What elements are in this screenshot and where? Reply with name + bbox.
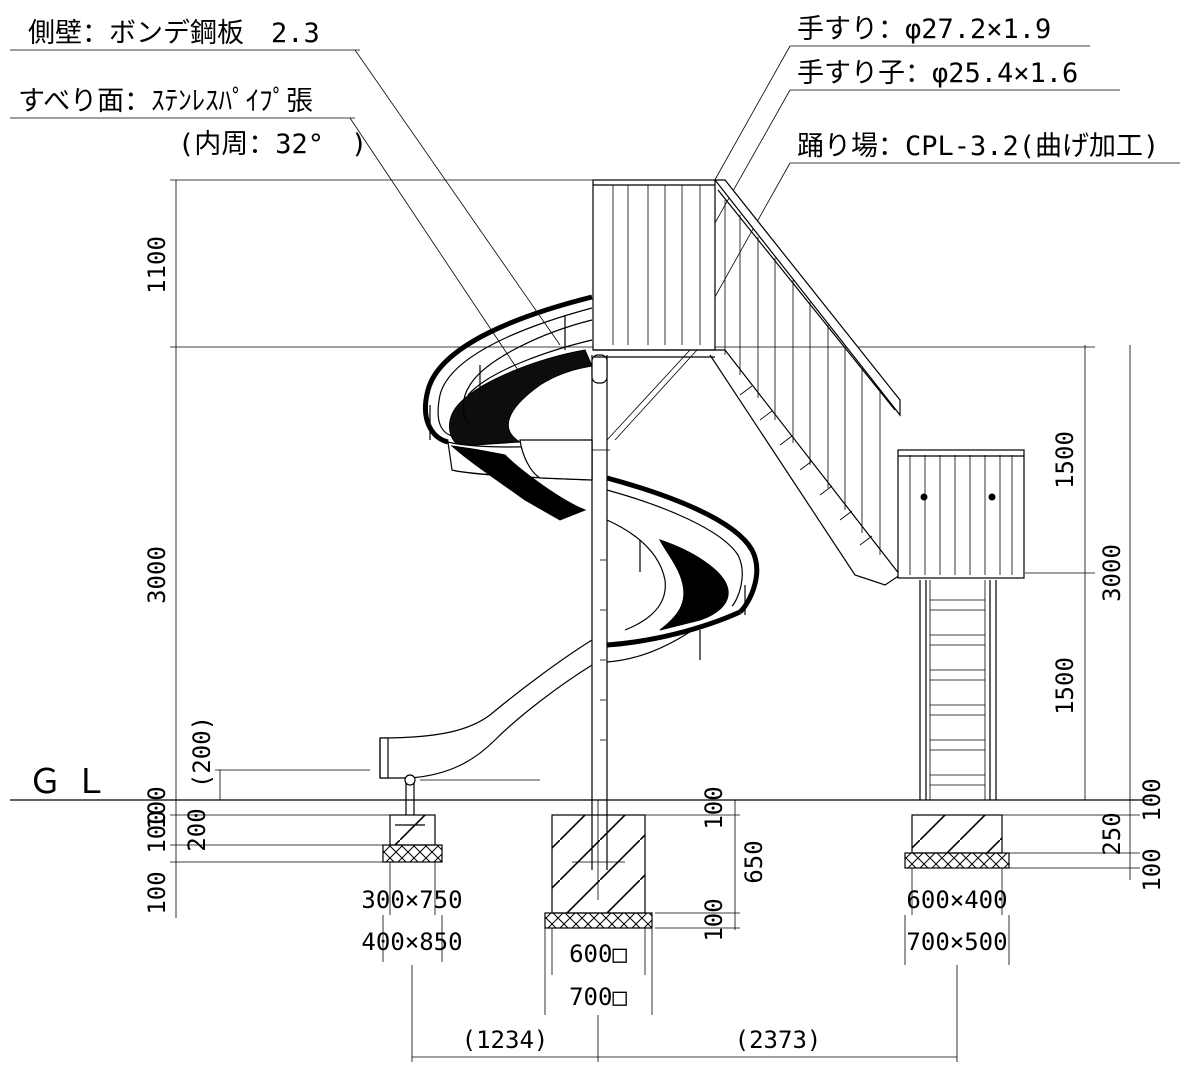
dim-1500-upper: 1500 xyxy=(1051,431,1079,489)
handrail-text: 手すり：φ27.2×1.9 xyxy=(797,14,1051,45)
dim-1500-lower: 1500 xyxy=(1051,657,1079,715)
spiral-slide xyxy=(379,294,760,826)
dim-100-a: 100 xyxy=(143,810,171,853)
footing-left-top-text: 300×750 xyxy=(361,886,462,914)
slide-surface-text: すべり面：ｽﾃﾝﾚｽﾊﾟｲﾌﾟ張 xyxy=(18,86,313,117)
side-wall-label: 側壁：ボンデ鋼板 2.3 xyxy=(10,18,561,346)
inner-angle-text: (内周：32° ) xyxy=(178,129,367,160)
footing-center-top-text: 600□ xyxy=(569,940,627,968)
right-landing xyxy=(897,449,1025,579)
handrail-post-text: 手すり子：φ25.4×1.6 xyxy=(797,58,1078,89)
inclined-stair xyxy=(709,179,901,586)
footing-center-bottom-text: 700□ xyxy=(569,983,627,1011)
side-wall-text: 側壁：ボンデ鋼板 2.3 xyxy=(28,18,320,49)
dim-200-paren: (200) xyxy=(188,716,216,788)
dim-3000-right: 3000 xyxy=(1098,544,1126,602)
dim-650: 650 xyxy=(740,840,768,883)
dim-100-center-b: 100 xyxy=(700,898,728,941)
vertical-ladder xyxy=(919,580,997,800)
slide-surface-label: すべり面：ｽﾃﾝﾚｽﾊﾟｲﾌﾟ張 (内周：32° ) xyxy=(10,86,519,371)
dim-100-right-a: 100 xyxy=(1138,778,1166,821)
footing-left-bottom-text: 400×850 xyxy=(361,928,462,956)
dim-100-gl: 100 xyxy=(143,786,171,829)
span-left-text: (1234) xyxy=(462,1026,549,1054)
dim-200: 200 xyxy=(183,808,211,851)
landing-label: 踊り場：CPL-3.2(曲げ加工) xyxy=(687,131,1180,346)
dim-250: 250 xyxy=(1098,812,1126,855)
gl-text: ＧＬ xyxy=(28,762,120,802)
footing-left: 300×750 400×850 xyxy=(361,814,463,962)
top-platform xyxy=(592,179,716,441)
dim-1100: 1100 xyxy=(143,236,171,294)
dim-100-right-b: 100 xyxy=(1138,848,1166,891)
footing-right: 600×400 700×500 xyxy=(904,814,1010,965)
handrail-label: 手すり：φ27.2×1.9 xyxy=(711,14,1090,186)
span-right-text: (2373) xyxy=(735,1026,822,1054)
right-dimensions: 1500 1500 3000 100 250 100 xyxy=(1000,345,1166,892)
left-dimensions: 1100 3000 (200) 100 100 200 100 xyxy=(143,179,1095,918)
center-footing-dimensions: 100 650 100 xyxy=(645,786,768,942)
handrail-post-label: 手すり子：φ25.4×1.6 xyxy=(679,58,1120,286)
footing-center: 600□ 700□ xyxy=(544,814,653,1015)
landing-text: 踊り場：CPL-3.2(曲げ加工) xyxy=(797,131,1159,162)
footing-right-bottom-text: 700×500 xyxy=(906,928,1007,956)
dim-100-b: 100 xyxy=(143,871,171,914)
dim-100-center-a: 100 xyxy=(700,786,728,829)
ground-line: ＧＬ xyxy=(10,762,1150,802)
footing-right-top-text: 600×400 xyxy=(906,886,1007,914)
bottom-span-dimension: (1234) (2373) xyxy=(411,965,958,1062)
dim-3000-left: 3000 xyxy=(143,546,171,604)
